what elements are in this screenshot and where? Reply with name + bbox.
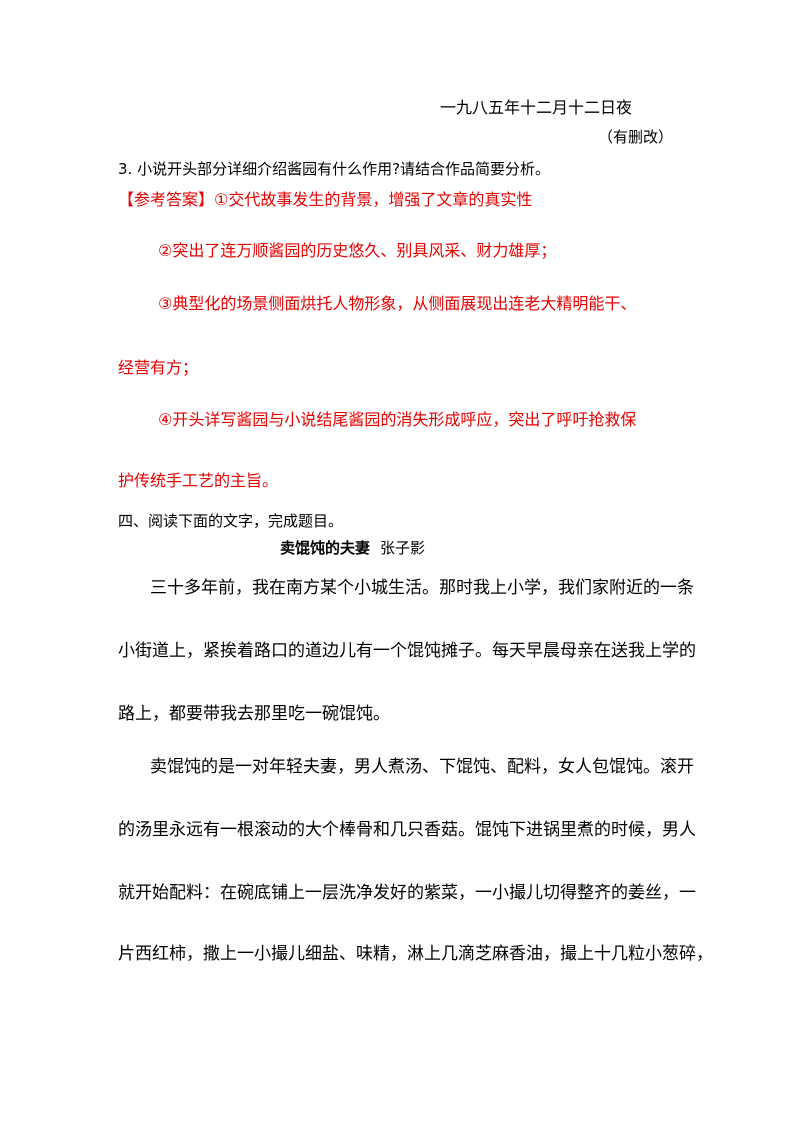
story-title: 卖馄饨的夫妻 (280, 539, 371, 557)
section-4-heading: 四、阅读下面的文字，完成题目。 (118, 512, 344, 530)
paragraph-line: 三十多年前，我在南方某个小城生活。那时我上小学，我们家附近的一条 (150, 578, 694, 598)
date-line: 一九八五年十二月十二日夜 (440, 98, 633, 117)
question-3-prompt: 3. 小说开头部分详细介绍酱园有什么作用?请结合作品简要分析。 (118, 160, 551, 178)
answer-point-3-cont: 经营有方； (118, 358, 199, 377)
paragraph-line: 卖馄饨的是一对年轻夫妻，男人煮汤、下馄饨、配料，女人包馄饨。滚开 (150, 757, 694, 777)
paragraph-line: 就开始配料：在碗底铺上一层洗净发好的紫菜，一小撮儿切得整齐的姜丝，一 (118, 883, 696, 903)
answer-point-2: ②突出了连万顺酱园的历史悠久、别具风采、财力雄厚； (158, 241, 557, 260)
story-title-line: 卖馄饨的夫妻张子影 (280, 541, 425, 556)
paragraph-line: 小街道上，紧挨着路口的道边儿有一个馄饨摊子。每天早晨母亲在送我上学的 (118, 641, 696, 661)
revision-note: （有删改） (598, 128, 674, 146)
answer-line-1: 【参考答案】①交代故事发生的背景，增强了文章的真实性 (118, 192, 532, 208)
paragraph-line: 的汤里永远有一根滚动的大个棒骨和几只香菇。馄饨下进锅里煮的时候，男人 (118, 820, 696, 840)
paragraph-line: 片西红柿，撒上一小撮儿细盐、味精，淋上几滴芝麻香油，撮上十几粒小葱碎， (118, 944, 713, 964)
story-author: 张子影 (380, 539, 426, 557)
answer-point-1: ①交代故事发生的背景，增强了文章的真实性 (214, 190, 533, 209)
paragraph-line: 路上，都要带我去那里吃一碗馄饨。 (118, 704, 390, 724)
answer-point-4-cont: 护传统手工艺的主旨。 (118, 471, 279, 490)
answer-point-4: ④开头详写酱园与小说结尾酱园的消失形成呼应，突出了呼吁抢救保 (158, 410, 637, 429)
answer-label: 【参考答案】 (118, 190, 215, 209)
answer-point-3: ③典型化的场景侧面烘托人物形象，从侧面展现出连老大精明能干、 (158, 294, 637, 313)
